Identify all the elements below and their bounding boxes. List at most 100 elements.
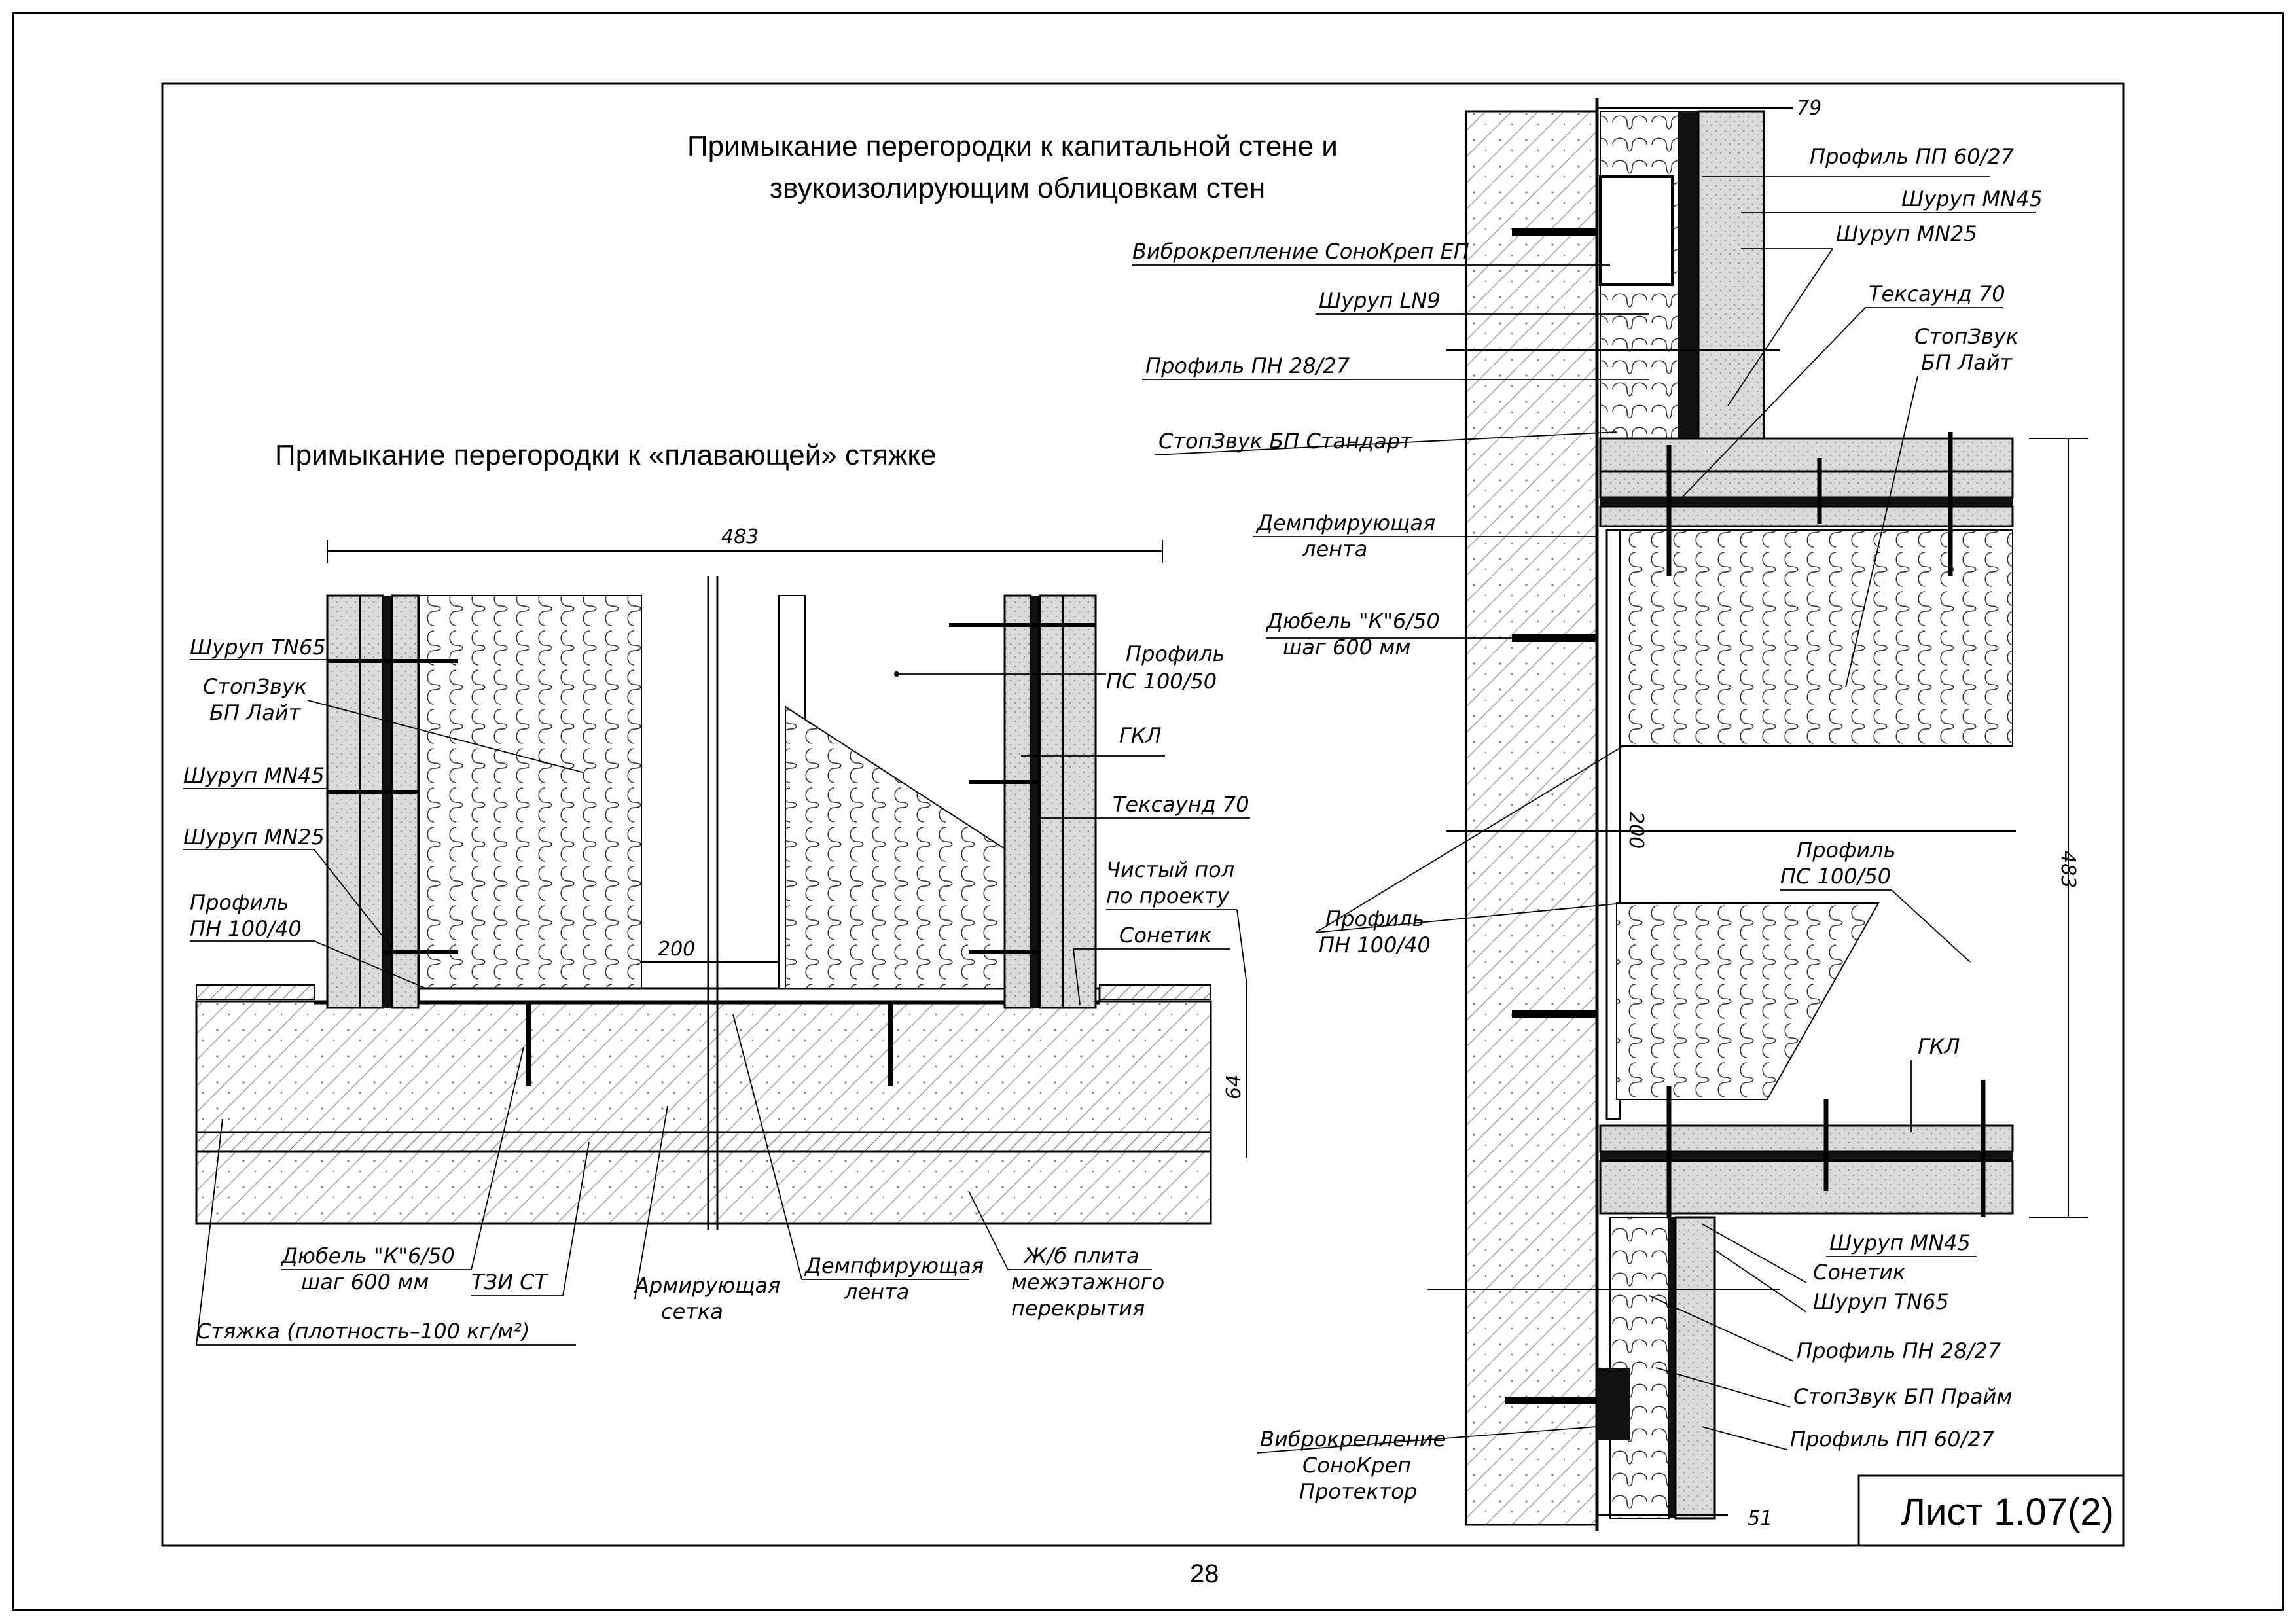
- rlbl-damp-tape-1: Демпфирующая: [1255, 510, 1435, 535]
- screed-layer: [195, 1000, 1212, 1133]
- dim-200-text: 200: [658, 938, 695, 961]
- lbl-damp-tape-2: лента: [844, 1279, 909, 1304]
- rlbl-profile-pn28-bottom: Профиль ПН 28/27: [1797, 1338, 2001, 1363]
- rlbl-screw-tn65: Шуруп TN65: [1813, 1289, 1949, 1314]
- rlbl-stopzvuk-lite-1: СтопЗвук: [1914, 324, 2019, 349]
- drawing-frame: [161, 82, 2125, 1547]
- lbl-mesh-1: Армирующая: [634, 1273, 780, 1298]
- rlbl-stopzvuk-prime: СтопЗвук БП Прайм: [1793, 1384, 2012, 1409]
- screws-left: [327, 623, 1096, 954]
- lbl-clean-floor-1: Чистый пол: [1106, 857, 1234, 882]
- capital-wall: [1465, 110, 1598, 1526]
- lbl-screw-mn45: Шуруп MN45: [183, 763, 325, 788]
- rlbl-vibro-protector-2: СоноКреп: [1302, 1453, 1411, 1478]
- lbl-profile-pn-1: Профиль: [190, 890, 289, 915]
- rlbl-screw-mn45-top: Шуруп MN45: [1901, 187, 2043, 211]
- rlbl-stopzvuk-lite-2: БП Лайт: [1921, 350, 2013, 375]
- lbl-texsound: Тексаунд 70: [1113, 792, 1249, 817]
- dim-64-text: 64: [1223, 1075, 1246, 1099]
- right-detail: 483 200 79 51 Профиль ПП 60/27 Шуруп MN4…: [1132, 97, 2088, 1531]
- dim-200-right-text: 200: [1624, 812, 1647, 849]
- lbl-screed: Стяжка (плотность–100 кг/м²): [196, 1319, 529, 1344]
- texsound-left: [383, 596, 392, 1008]
- dowels: [526, 1003, 893, 1086]
- lbl-dowel-1: Дюбель "К"6/50: [280, 1243, 455, 1268]
- lbl-screw-tn65: Шуруп TN65: [190, 635, 326, 660]
- tzi-layer: [195, 1131, 1212, 1153]
- title-right-line-1: Примыкание перегородки к капитальной сте…: [687, 130, 1338, 162]
- texsound-bottom: [1669, 1217, 1676, 1518]
- lbl-profile-ps-1: Профиль: [1126, 641, 1225, 666]
- gkl-left-inner: [359, 594, 384, 1009]
- wall-dowels: [1505, 228, 1597, 1404]
- profile-pn-bottom: [418, 987, 1101, 1003]
- lbl-mesh-2: сетка: [661, 1299, 723, 1324]
- rlbl-profile-pn28-top: Профиль ПН 28/27: [1145, 353, 1350, 378]
- mineral-wool-right: [785, 705, 1009, 989]
- vibro-protector: [1597, 1368, 1630, 1440]
- rlbl-profile-pp-bottom: Профиль ПП 60/27: [1790, 1427, 1995, 1452]
- rlbl-vibro-protector-3: Протектор: [1299, 1479, 1417, 1504]
- gkl-right-1: [1003, 594, 1032, 1009]
- mineral-wool-left: [418, 595, 642, 989]
- page-border: [12, 12, 2284, 1611]
- rlbl-stopzvuk-std: СтопЗвук БП Стандарт: [1158, 429, 1413, 454]
- vertical-screws: [1666, 432, 1986, 1217]
- lbl-slab-3: перекрытия: [1011, 1296, 1145, 1321]
- rlbl-vibro-protector-1: Виброкрепление: [1260, 1427, 1446, 1452]
- rlbl-profile-pn-1: Профиль: [1325, 906, 1424, 931]
- lbl-profile-pn-2: ПН 100/40: [190, 916, 302, 941]
- slab-layer: [195, 1150, 1212, 1225]
- sheet-stamp-box: [1857, 1474, 2125, 1547]
- lbl-tzi: ТЗИ СТ: [471, 1270, 549, 1294]
- lbl-damp-tape-1: Демпфирующая: [804, 1253, 984, 1278]
- page-number: 28: [1190, 1560, 1219, 1588]
- texsound-top: [1679, 111, 1698, 438]
- gkl-right-outer: [1062, 594, 1097, 1009]
- dim-483: [327, 540, 1163, 563]
- mineral-wool-h-bottom: [1616, 902, 1880, 1100]
- lbl-slab-2: межэтажного: [1011, 1270, 1164, 1294]
- finish-floor-right: [1099, 984, 1211, 1000]
- rlbl-gkl: ГКЛ: [1918, 1034, 1960, 1059]
- rlbl-dowel-1: Дюбель "К"6/50: [1265, 609, 1440, 633]
- dim-79-text: 79: [1797, 97, 1821, 120]
- mineral-wool-h-top: [1616, 529, 2013, 747]
- sheet-stamp: Лист 1.07(2): [1901, 1491, 2114, 1533]
- rlbl-dowel-2: шаг 600 мм: [1283, 635, 1410, 660]
- left-detail: 483 200 64 Шуруп TN65 СтопЗвук БП Лайт Ш…: [183, 526, 1250, 1346]
- rlbl-profile-ps-1: Профиль: [1797, 838, 1895, 863]
- lbl-gkl: ГКЛ: [1119, 723, 1162, 748]
- rlbl-damp-tape-2: лента: [1302, 537, 1367, 562]
- lbl-profile-ps-2: ПС 100/50: [1106, 669, 1217, 694]
- title-right-line-2: звукоизолирующим облицовкам стен: [770, 172, 1265, 204]
- rlbl-vibro-ep: Виброкрепление СоноКреп ЕП: [1132, 239, 1469, 264]
- texsound-h-top: [1600, 497, 2013, 507]
- rlbl-profile-ps-2: ПС 100/50: [1780, 864, 1891, 889]
- gkl-left-3: [391, 594, 420, 1009]
- lbl-stopzvuk-1: СтопЗвук: [203, 674, 308, 699]
- lbl-stopzvuk-2: БП Лайт: [209, 700, 302, 725]
- lbl-sonetik: Сонетик: [1119, 923, 1212, 948]
- rlbl-screw-mn25: Шуруп MN25: [1836, 221, 1977, 246]
- title-left: Примыкание перегородки к «плавающей» стя…: [275, 439, 937, 471]
- dim-483-text: 483: [721, 526, 759, 548]
- texsound-right: [1031, 596, 1040, 1008]
- lbl-screw-mn25: Шуруп MN25: [183, 825, 325, 849]
- profile-pp-top: [1599, 175, 1674, 286]
- gkl-bottom: [1674, 1216, 1716, 1520]
- lbl-clean-floor-2: по проекту: [1106, 883, 1230, 908]
- gkl-h-5: [1599, 1160, 2014, 1215]
- rlbl-screw-mn45-bottom: Шуруп MN45: [1829, 1230, 1971, 1255]
- rlbl-profile-pn-2: ПН 100/40: [1319, 933, 1431, 957]
- dim-483-right-text: 483: [2056, 851, 2079, 888]
- gkl-h-4: [1599, 1124, 2014, 1153]
- rlbl-texsound: Тексаунд 70: [1869, 281, 2005, 306]
- dim-51-text: 51: [1748, 1507, 1772, 1530]
- texsound-h-bottom: [1600, 1152, 2013, 1161]
- rlbl-sonetik: Сонетик: [1813, 1260, 1906, 1285]
- rlbl-screw-ln9: Шуруп LN9: [1319, 288, 1441, 313]
- finish-floor-left: [196, 984, 315, 1000]
- lbl-dowel-2: шаг 600 мм: [301, 1270, 429, 1294]
